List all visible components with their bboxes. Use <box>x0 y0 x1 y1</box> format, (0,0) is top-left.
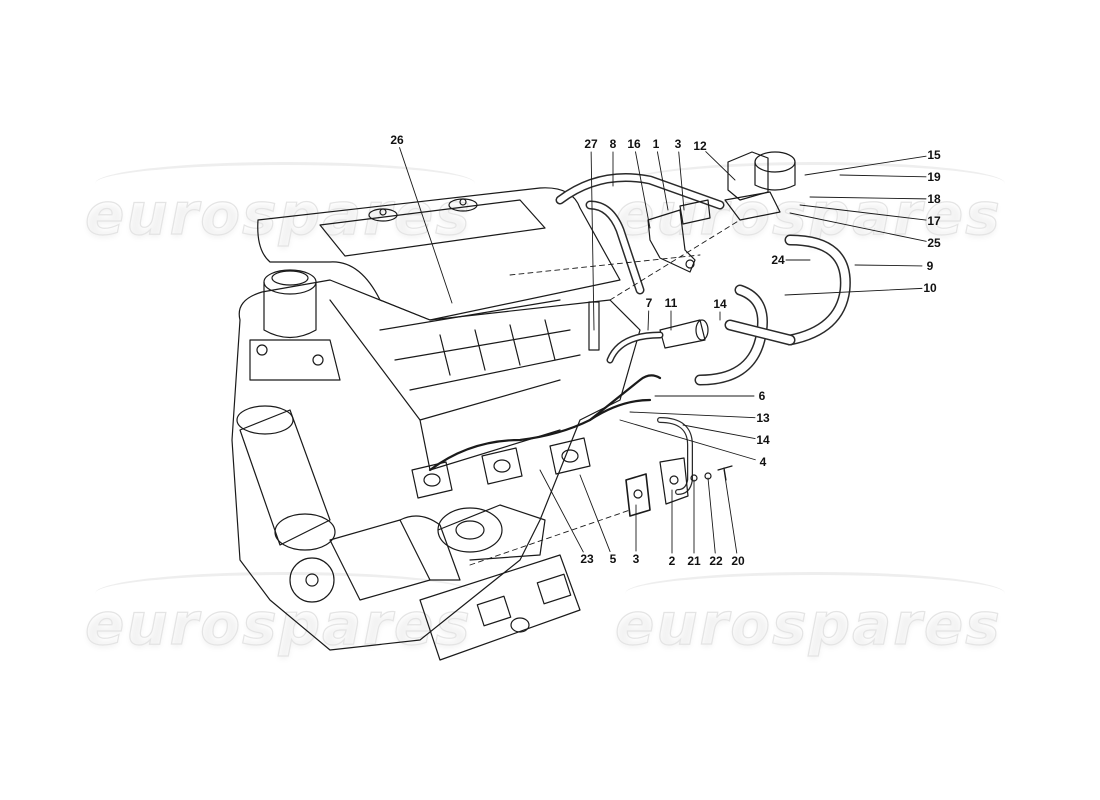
leader-line-13 <box>629 411 756 419</box>
watermark-swoosh <box>625 162 1005 205</box>
leader-line-1 <box>656 151 669 211</box>
hoses-9-10 <box>694 234 851 386</box>
expansion-tank <box>249 269 341 381</box>
leader-line-27 <box>590 151 595 331</box>
leader-line-25 <box>789 212 927 242</box>
callout-part-12[interactable]: 12 <box>693 139 707 153</box>
watermark-text: eurospares <box>84 589 472 658</box>
leader-line-23 <box>539 469 584 553</box>
callout-part-26[interactable]: 26 <box>390 133 404 147</box>
diverter-valve <box>724 151 796 221</box>
injection-flanges <box>411 437 591 499</box>
callout-part-7[interactable]: 7 <box>645 296 653 310</box>
leader-line-5 <box>579 474 611 553</box>
callout-part-18[interactable]: 18 <box>927 192 941 206</box>
callout-part-19[interactable]: 19 <box>927 170 941 184</box>
check-valve <box>606 319 709 364</box>
tube-27 <box>588 301 600 351</box>
leader-line-4 <box>619 419 756 461</box>
callout-part-3[interactable]: 3 <box>674 137 682 151</box>
leader-line-12 <box>705 151 736 181</box>
callout-part-25[interactable]: 25 <box>927 236 941 250</box>
callout-part-1[interactable]: 1 <box>652 137 660 151</box>
callout-part-27[interactable]: 27 <box>584 137 598 151</box>
callout-part-15[interactable]: 15 <box>927 148 941 162</box>
callout-part-11[interactable]: 11 <box>664 296 678 310</box>
pipe-4 <box>625 417 733 517</box>
leader-line-3 <box>678 151 685 211</box>
callout-part-10[interactable]: 10 <box>923 281 937 295</box>
callout-part-3[interactable]: 3 <box>632 552 640 566</box>
cam-cover <box>257 187 621 321</box>
callout-part-9[interactable]: 9 <box>926 259 934 273</box>
callout-part-5[interactable]: 5 <box>609 552 617 566</box>
leader-line-17 <box>799 204 927 221</box>
leader-line-9 <box>854 264 923 267</box>
leader-line-19 <box>839 174 927 178</box>
leader-lines <box>399 147 927 554</box>
callout-part-14[interactable]: 14 <box>756 433 770 447</box>
leader-line-10 <box>784 287 923 296</box>
sump <box>419 554 581 661</box>
callout-part-4[interactable]: 4 <box>759 455 767 469</box>
callout-part-17[interactable]: 17 <box>927 214 941 228</box>
air-pump <box>437 504 546 561</box>
leader-line-14 <box>682 424 756 439</box>
watermark-text: eurospares <box>614 589 1002 658</box>
alternator <box>289 515 461 603</box>
assembly-lines <box>469 219 741 566</box>
bracket-1 <box>647 199 711 273</box>
watermark-swoosh <box>95 162 475 205</box>
callout-part-2[interactable]: 2 <box>668 554 676 568</box>
callout-part-22[interactable]: 22 <box>709 554 723 568</box>
leader-line-22 <box>707 477 716 554</box>
callout-part-6[interactable]: 6 <box>758 389 766 403</box>
callout-part-20[interactable]: 20 <box>731 554 745 568</box>
callout-part-24[interactable]: 24 <box>771 253 785 267</box>
leader-line-16 <box>635 151 651 229</box>
callout-part-16[interactable]: 16 <box>627 137 641 151</box>
leader-line-7 <box>647 310 650 331</box>
leader-line-20 <box>723 469 738 554</box>
leader-line-26 <box>399 147 453 304</box>
leader-line-15 <box>804 155 927 176</box>
hose-8 <box>555 173 725 295</box>
starter-motor <box>236 405 336 551</box>
callout-part-14[interactable]: 14 <box>713 297 727 311</box>
callout-part-13[interactable]: 13 <box>756 411 770 425</box>
leader-line-18 <box>809 196 927 200</box>
watermark-swoosh <box>95 572 475 615</box>
callout-part-21[interactable]: 21 <box>687 554 701 568</box>
callout-part-8[interactable]: 8 <box>609 137 617 151</box>
watermark-swoosh <box>625 572 1005 615</box>
air-rail <box>428 374 662 472</box>
callout-part-23[interactable]: 23 <box>580 552 594 566</box>
